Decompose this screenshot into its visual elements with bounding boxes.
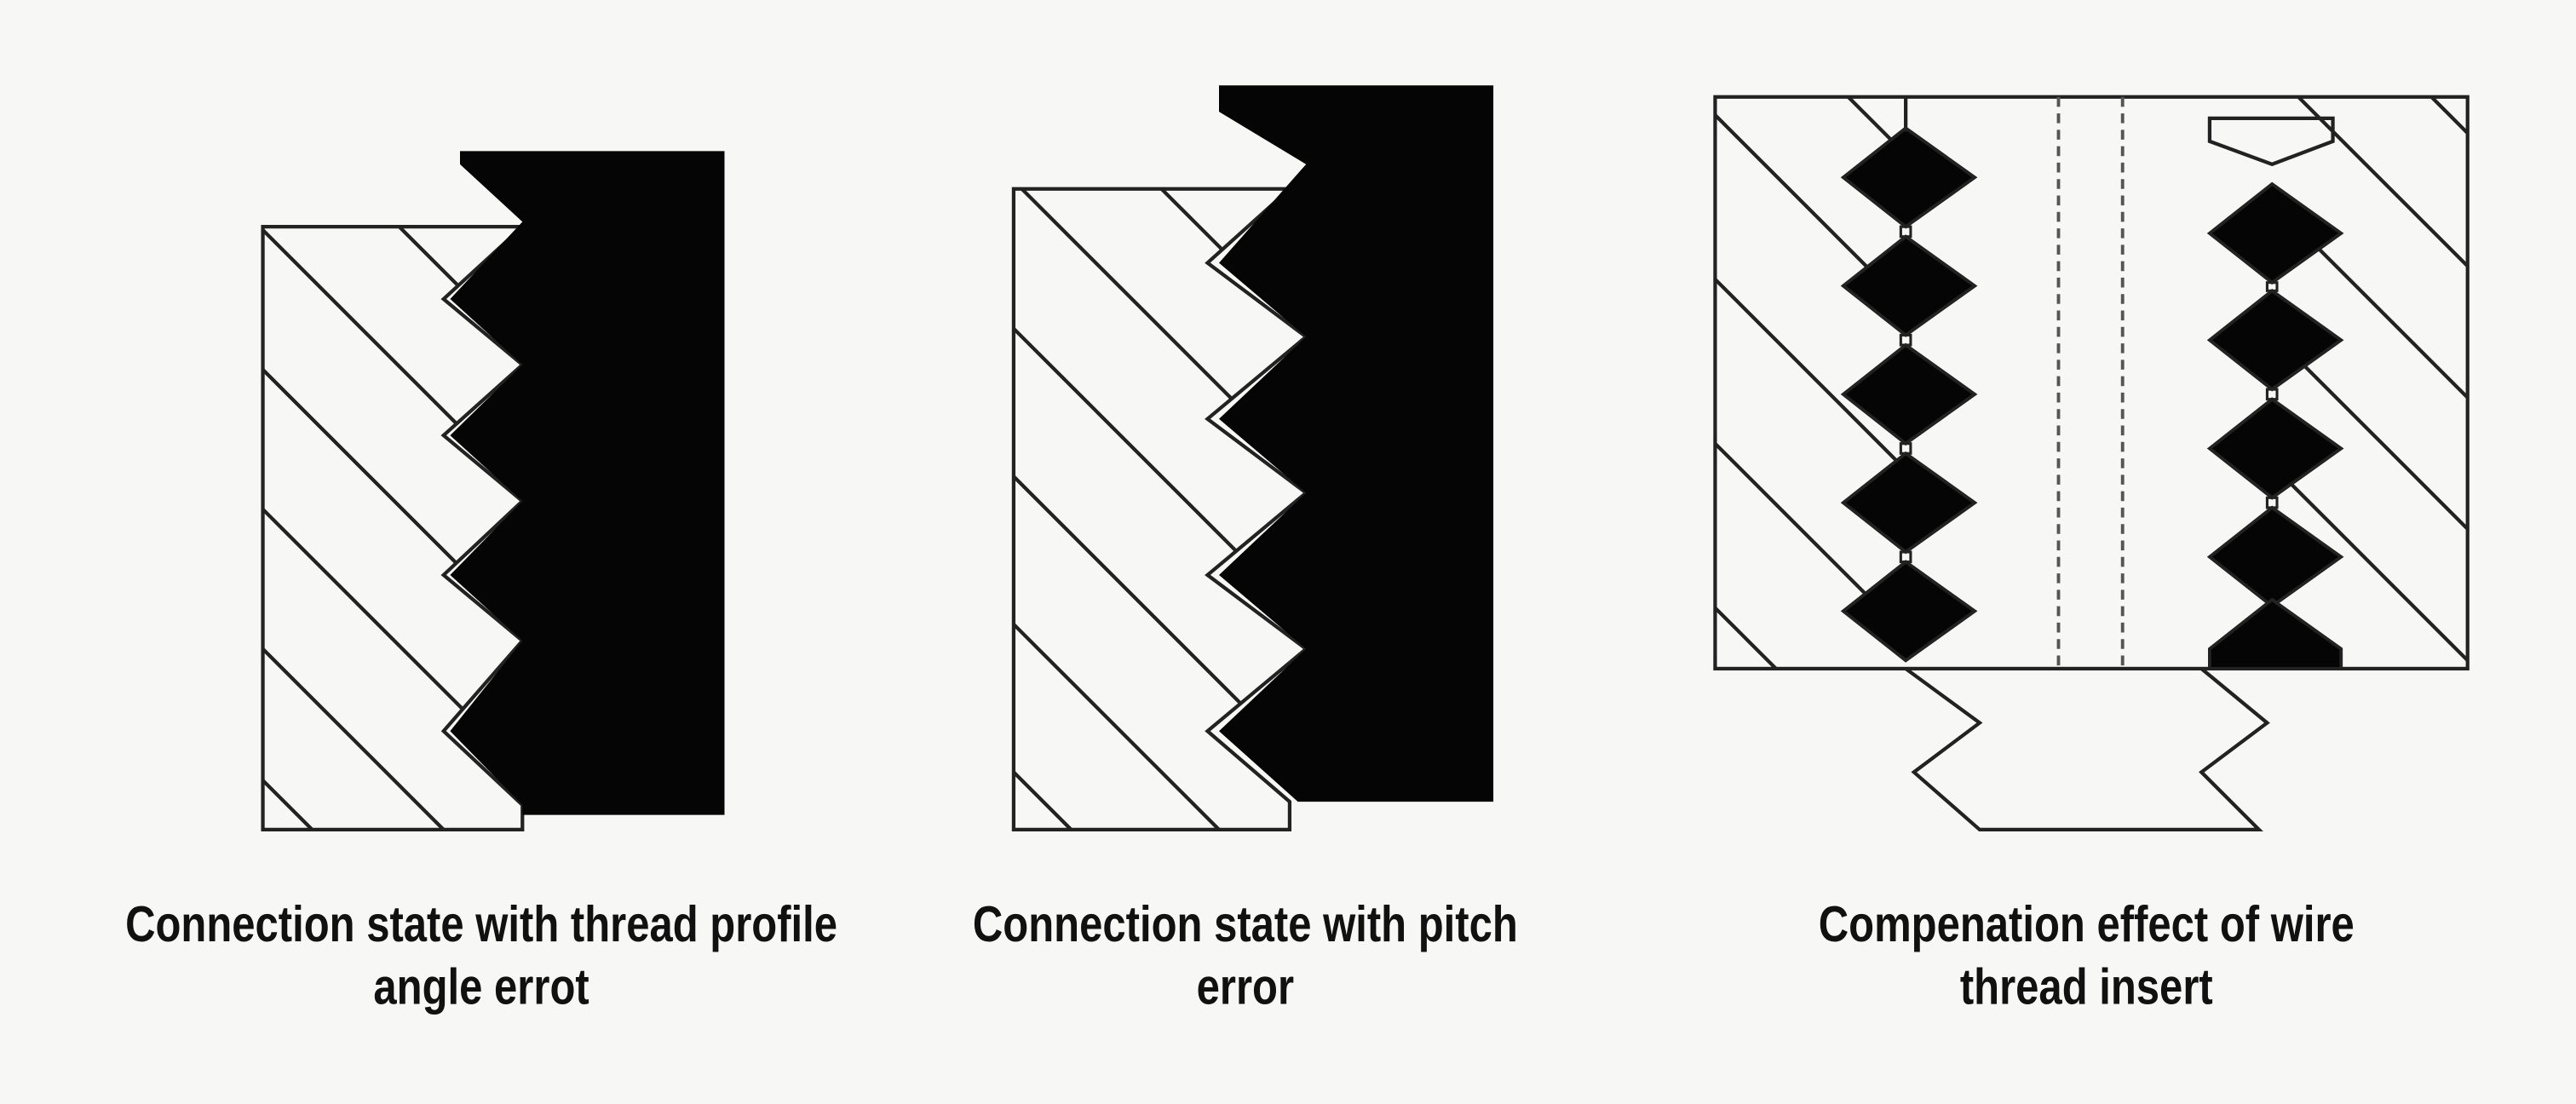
hatched-internal-thread — [261, 225, 527, 832]
caption-line-1: Connection state with pitch — [973, 895, 1518, 952]
panel-profile-angle-error: Connection state with thread profile ang… — [125, 151, 837, 1015]
wire-coil — [2206, 288, 2344, 392]
bolt-thread-profile — [1904, 667, 2270, 832]
caption-line-2: angle errot — [373, 958, 589, 1015]
wire-coil — [2206, 397, 2344, 500]
caption-line-1: Compenation effect of wire — [1819, 895, 2355, 952]
panel-wire-thread-insert: Compenation effect of wire thread insert — [1713, 95, 2470, 1015]
wire-coil — [1840, 560, 1978, 663]
wire-coil — [1840, 451, 1978, 555]
wire-coil — [2208, 597, 2343, 670]
wire-coil — [2206, 505, 2344, 609]
wire-coil — [2206, 181, 2344, 285]
wire-coil — [1840, 234, 1978, 337]
caption-line-2: error — [1197, 958, 1294, 1015]
black-external-thread — [450, 151, 725, 815]
wire-coils-right — [2206, 181, 2344, 670]
panel-pitch-error: Connection state with pitch error — [973, 85, 1518, 1015]
wire-coils-left — [1840, 126, 1978, 663]
housing-section — [1713, 95, 2470, 671]
wire-coil — [1840, 126, 1978, 229]
caption-line-2: thread insert — [1960, 958, 2213, 1015]
caption-line-1: Connection state with thread profile — [125, 895, 837, 952]
black-external-thread — [1219, 85, 1494, 802]
wire-coil — [1840, 342, 1978, 446]
wire-coil-empty — [2207, 116, 2335, 167]
